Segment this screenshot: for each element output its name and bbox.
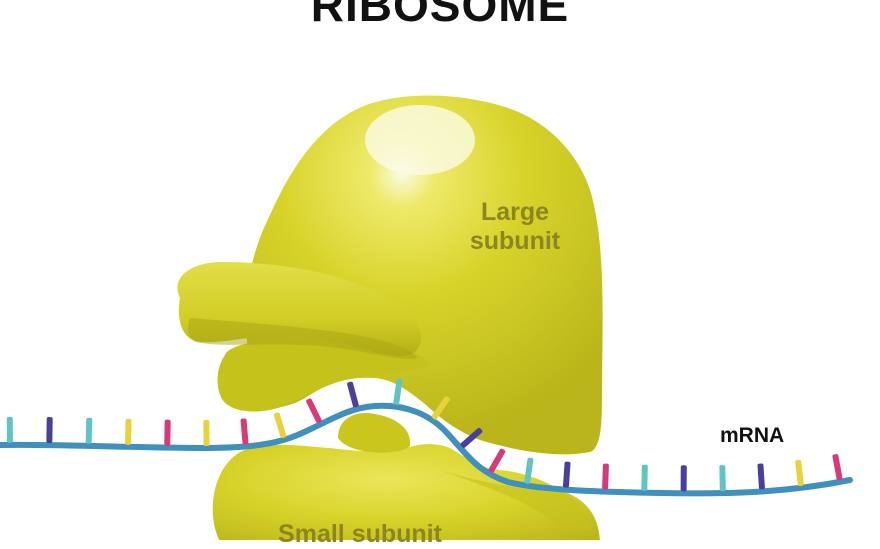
mrna-base (85, 417, 93, 444)
mrna-base (164, 419, 171, 446)
large-subunit-label-line2: subunit (469, 227, 561, 255)
mrna-base (524, 457, 534, 484)
mrna-base (680, 465, 687, 492)
mrna-base (795, 459, 804, 486)
small-subunit-shadow (440, 470, 592, 530)
mrna-base (306, 398, 322, 424)
large-subunit (177, 95, 603, 455)
mrna-base (757, 463, 765, 490)
mrna-base (240, 418, 249, 445)
mrna-base (719, 465, 726, 492)
mrna-base (641, 464, 648, 491)
mrna-base (431, 396, 450, 420)
mrna-label: mRNA (720, 424, 785, 447)
large-subunit-label-line1: Large (480, 198, 550, 226)
mrna-base (6, 416, 13, 443)
mrna-base (393, 378, 403, 405)
small-subunit (212, 413, 600, 540)
mrna-base (46, 417, 53, 444)
mrna-base (832, 454, 843, 481)
mrna-base (562, 461, 571, 488)
mrna-base (488, 448, 506, 473)
mrna-base (460, 427, 483, 448)
mrna-base (273, 412, 287, 439)
mrna-base (602, 463, 609, 490)
mrna-base (125, 418, 132, 445)
mrna-base (203, 419, 210, 446)
large-subunit-label: Large subunit (440, 198, 590, 256)
small-subunit-label: Small subunit (278, 520, 442, 548)
mrna-strand (0, 378, 853, 497)
diagram-title: RIBOSOME (310, 0, 570, 31)
mrna-base (347, 381, 359, 408)
